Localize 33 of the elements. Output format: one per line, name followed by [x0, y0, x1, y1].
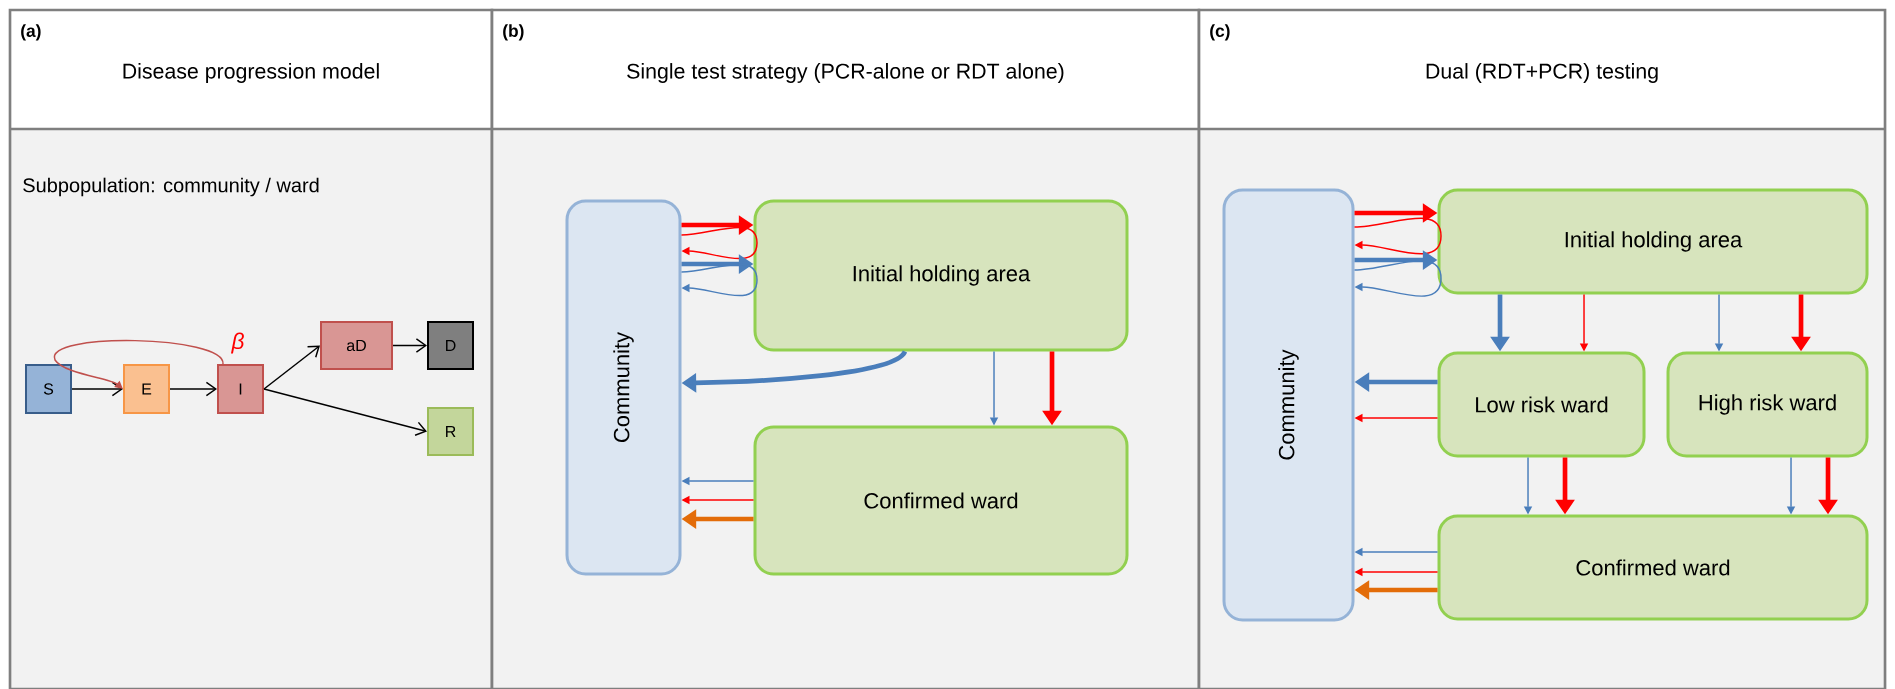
subpopulation-note: Subpopulation: community / ward: [23, 177, 319, 197]
arrow: [263, 388, 427, 436]
community-box: Community: [1222, 188, 1355, 622]
panel-label: (a): [21, 24, 41, 41]
curved-arrow: [54, 339, 224, 389]
arrow: [263, 345, 320, 390]
loop-arrow: [680, 263, 758, 297]
ward-box: Initial holding area: [753, 199, 1129, 352]
arrow: [169, 381, 217, 397]
compartment-box: I: [217, 364, 264, 414]
ward-box: High risk ward: [1666, 351, 1869, 458]
compartment-box: D: [427, 321, 474, 370]
compartment-box: S: [25, 364, 72, 414]
edge-label: β: [231, 332, 244, 354]
compartment-box: R: [427, 407, 474, 456]
panel-title: Single test strategy (PCR-alone or RDT alone): [627, 63, 1064, 83]
panel-label: (c): [1210, 24, 1230, 41]
ward-box: Low risk ward: [1437, 351, 1646, 458]
loop-arrow: [680, 226, 758, 260]
ward-box: Confirmed ward: [753, 425, 1129, 576]
ward-box: Initial holding area: [1437, 188, 1869, 295]
arrow: [392, 338, 427, 353]
panel-title: Dual (RDT+PCR) testing: [1426, 63, 1658, 83]
arrow: [71, 381, 123, 397]
loop-arrow: [1353, 217, 1442, 255]
panel-title: Disease progression model: [123, 63, 379, 83]
loop-arrow: [1353, 260, 1442, 297]
community-box: Community: [565, 199, 682, 576]
compartment-box: aD: [320, 321, 393, 370]
panel: [8, 8, 494, 689]
ward-box: Confirmed ward: [1437, 514, 1869, 621]
compartment-box: E: [123, 364, 170, 414]
panel-label: (b): [503, 24, 524, 41]
